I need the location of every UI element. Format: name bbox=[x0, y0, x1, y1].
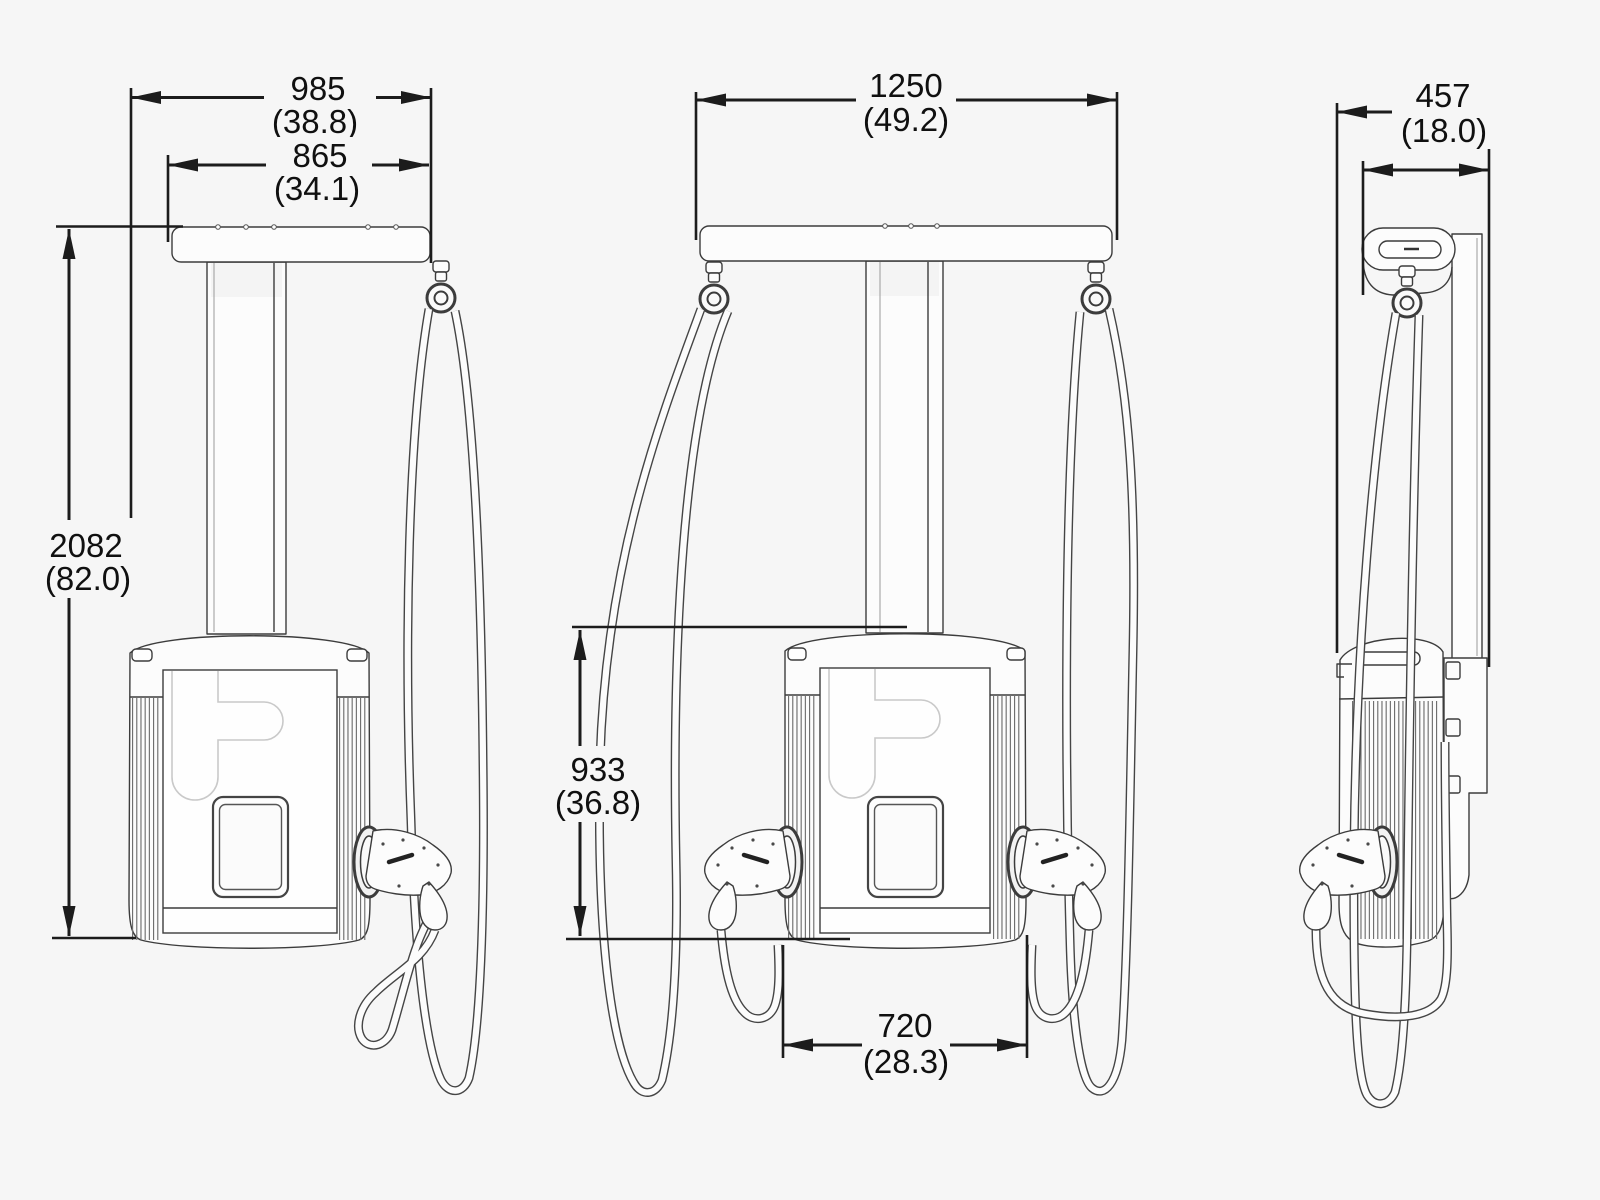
dim-front-overall-width: 985 (38.8) bbox=[129, 64, 433, 518]
dim-overall-height-inches: (82.0) bbox=[45, 560, 131, 597]
dim-rear-overall-inches: (49.2) bbox=[863, 101, 949, 138]
rear-view bbox=[599, 223, 1133, 1093]
cable-hanger bbox=[425, 259, 457, 314]
dim-overall-height: 2082 (82.0) bbox=[44, 225, 183, 940]
dim-side-depth-mm: 457 bbox=[1415, 77, 1470, 114]
front-step bbox=[1336, 663, 1352, 678]
dim-overall-height-mm: 2082 bbox=[49, 527, 122, 564]
dim-body-height-inches: (36.8) bbox=[555, 784, 641, 821]
dim-front-overall-inches: (38.8) bbox=[272, 103, 358, 140]
dim-body-width: 720 (28.3) bbox=[781, 935, 1029, 1082]
dim-front-bar-inches: (34.1) bbox=[274, 170, 360, 207]
dim-body-height-mm: 933 bbox=[570, 751, 625, 788]
front-view bbox=[128, 224, 483, 1091]
display-screen bbox=[211, 795, 290, 899]
bar-screws bbox=[882, 223, 940, 229]
dim-front-bar-width: 865 (34.1) bbox=[166, 137, 429, 242]
cap-vent-right bbox=[346, 648, 368, 662]
side-view bbox=[1300, 227, 1488, 1104]
dimensions: 985 (38.8) 865 (34.1) 2082 (82.0) bbox=[44, 64, 1491, 1082]
dim-rear-overall-width: 1250 (49.2) bbox=[694, 64, 1119, 240]
dim-body-height: 933 (36.8) bbox=[552, 625, 907, 941]
cable-hanger-right bbox=[1080, 260, 1112, 315]
column-shade bbox=[211, 263, 282, 297]
dim-front-bar-mm: 865 bbox=[292, 137, 347, 174]
cap-vent-right bbox=[1006, 647, 1026, 661]
bar-screws bbox=[215, 224, 399, 230]
dim-side-depth-inches: (18.0) bbox=[1401, 112, 1487, 149]
cable-hanger bbox=[1391, 264, 1423, 319]
top-bar bbox=[699, 225, 1113, 262]
dim-body-width-inches: (28.3) bbox=[863, 1043, 949, 1080]
charging-cable-loop bbox=[358, 309, 483, 1091]
cap-vent-left bbox=[131, 648, 153, 662]
dim-body-width-mm: 720 bbox=[877, 1007, 932, 1044]
display-screen bbox=[866, 795, 945, 899]
mounting-column bbox=[206, 261, 287, 635]
dim-side-depth: 457 (18.0) bbox=[1335, 72, 1491, 667]
dim-rear-overall-mm: 1250 bbox=[869, 67, 942, 104]
dim-front-overall-mm: 985 bbox=[290, 70, 345, 107]
mounting-column bbox=[865, 260, 944, 634]
cap-vent-left bbox=[787, 647, 807, 661]
cable-hanger-left bbox=[698, 260, 730, 315]
top-bar bbox=[171, 226, 431, 263]
